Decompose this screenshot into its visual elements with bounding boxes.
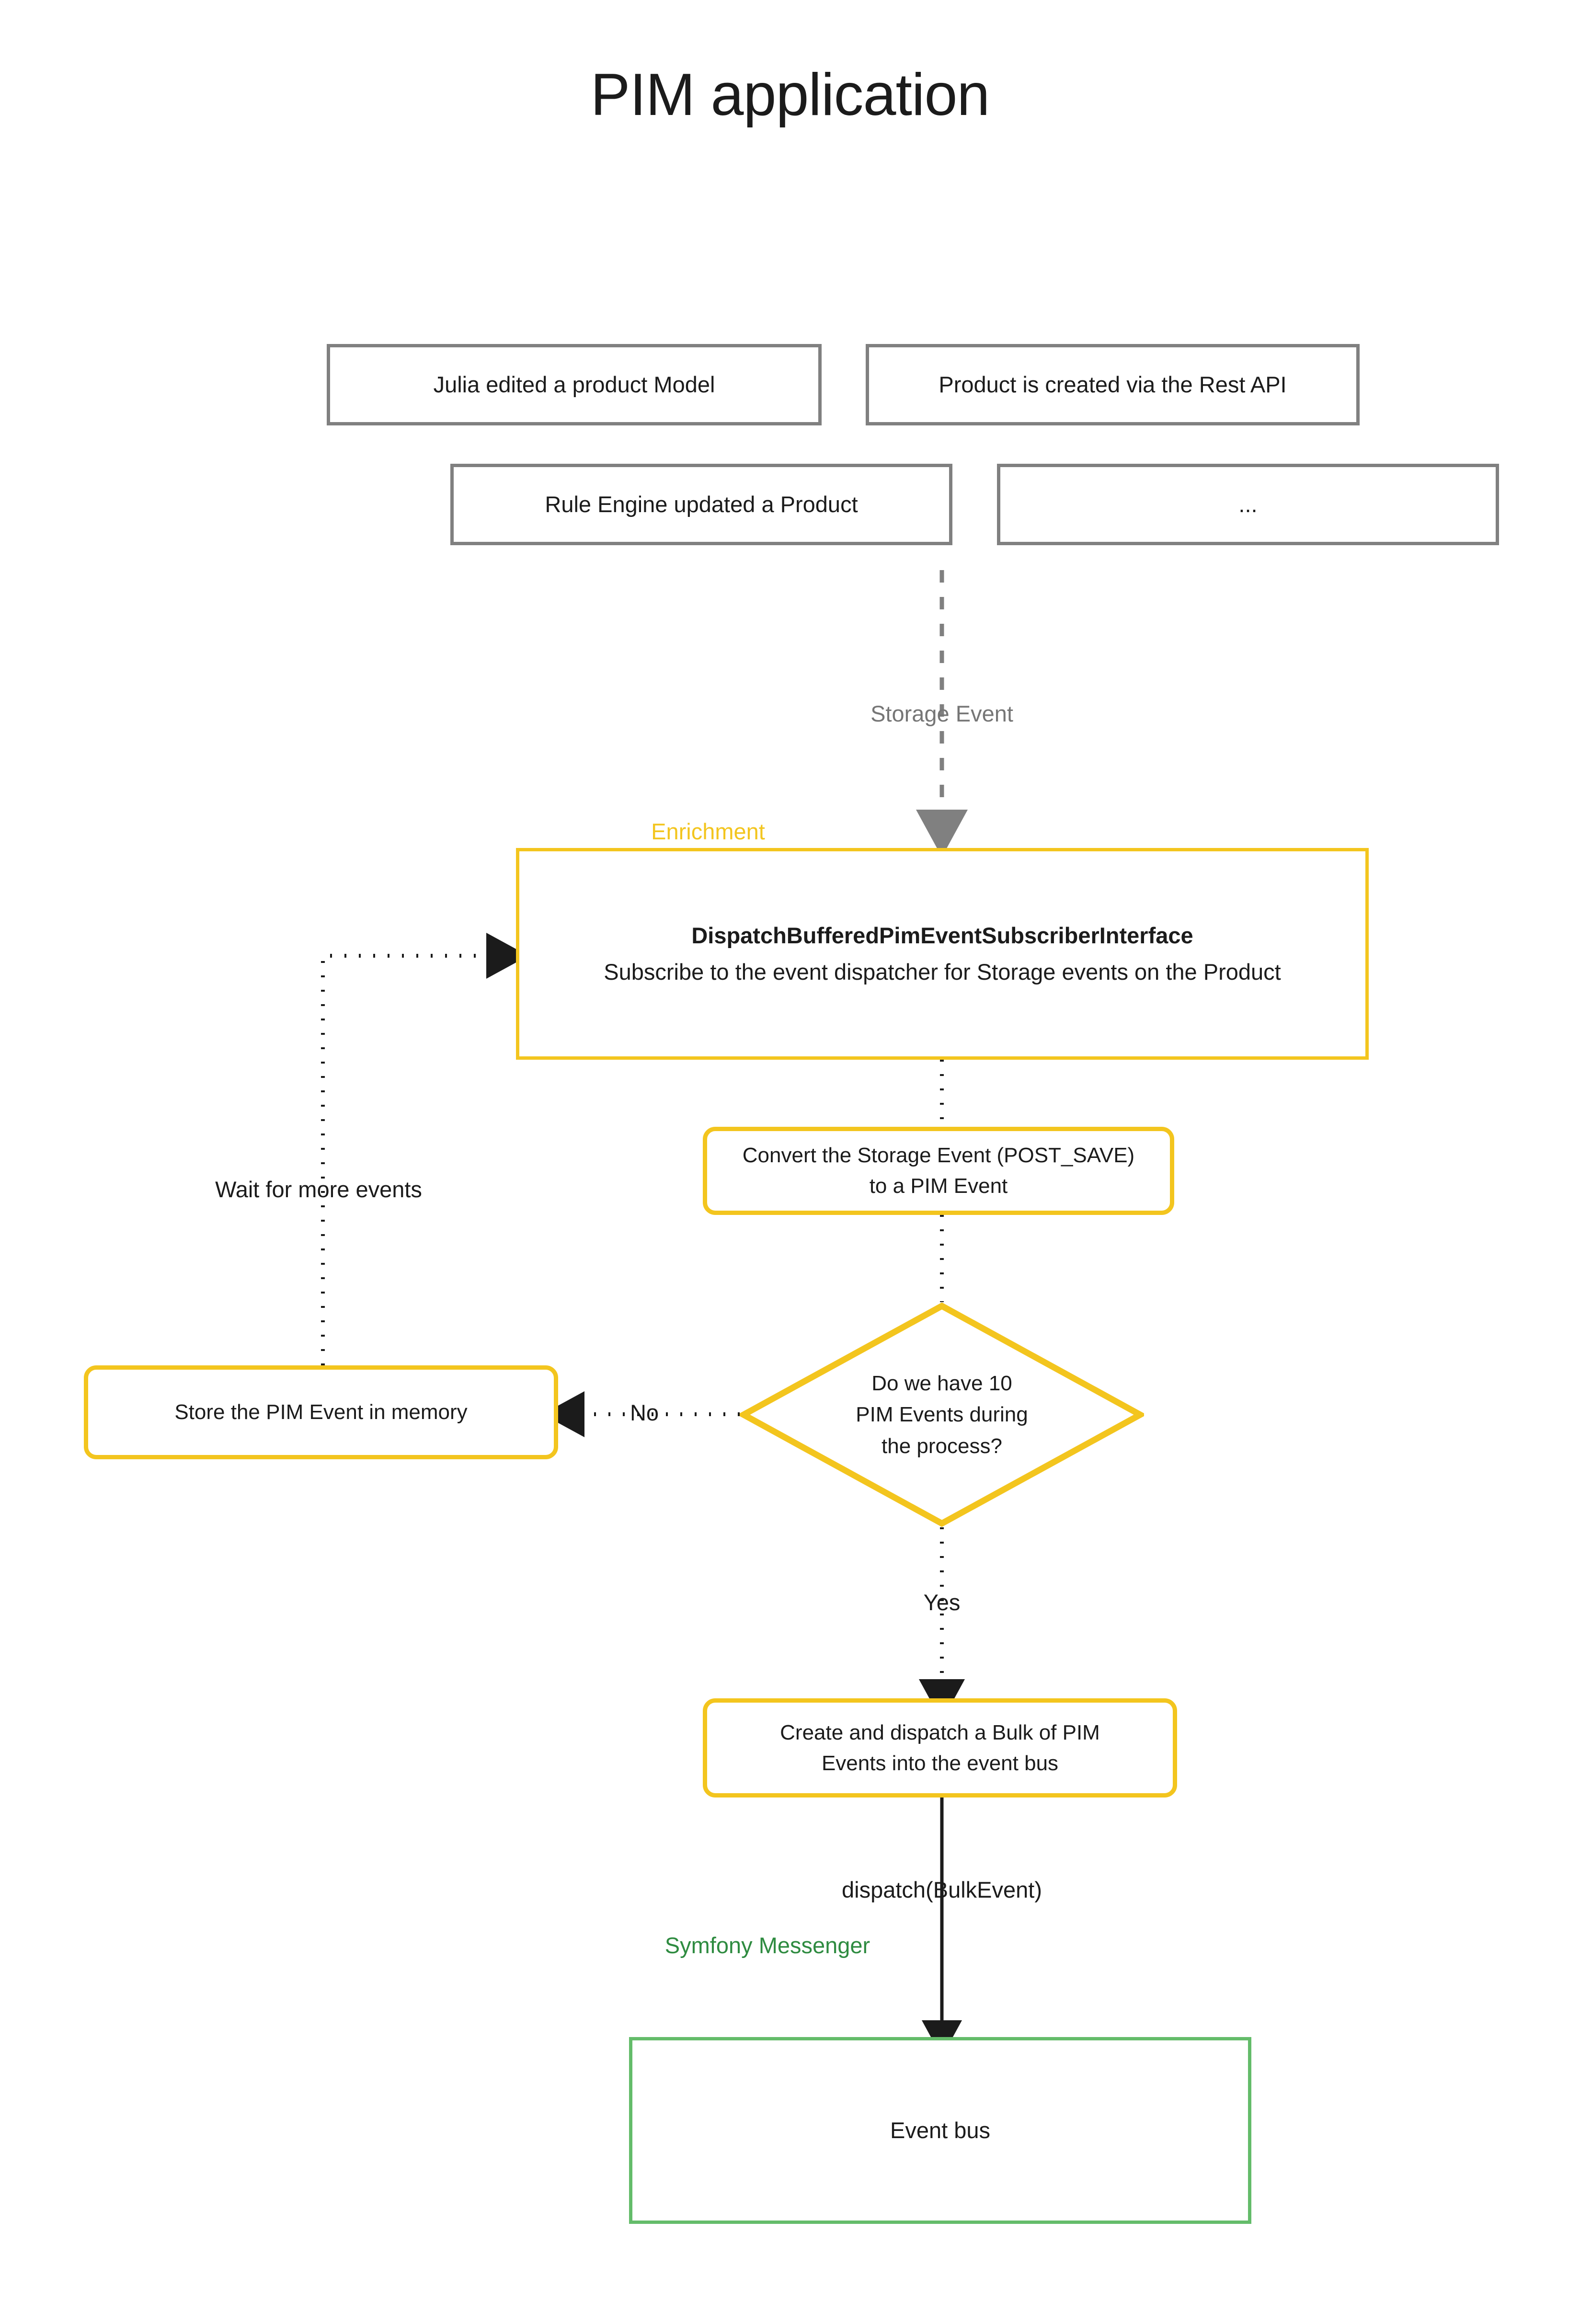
subscriber-title: DispatchBufferedPimEventSubscriberInterf…	[691, 922, 1193, 948]
edge-label-enrichment: Enrichment	[651, 819, 765, 844]
source-box-label: Rule Engine updated a Product	[545, 492, 858, 517]
decision-text: Do we have 10 PIM Events during the proc…	[740, 1302, 1144, 1527]
edge-label-wait-for-more-events: Wait for more events	[215, 1177, 422, 1202]
convert-line-2: to a PIM Event	[869, 1174, 1008, 1198]
store-label: Store the PIM Event in memory	[174, 1400, 468, 1424]
convert-text: Convert the Storage Event (POST_SAVE) to…	[707, 1140, 1170, 1202]
source-box-ellipsis[interactable]: ...	[997, 464, 1499, 545]
bulk-line-1: Create and dispatch a Bulk of PIM	[780, 1720, 1100, 1744]
node-convert-storage-event[interactable]: Convert the Storage Event (POST_SAVE) to…	[703, 1127, 1174, 1215]
source-box-julia[interactable]: Julia edited a product Model	[327, 344, 822, 425]
source-box-label: ...	[1238, 492, 1258, 517]
node-dispatch-buffered-pim-event-subscriber[interactable]: DispatchBufferedPimEventSubscriberInterf…	[516, 848, 1369, 1060]
source-box-label: Julia edited a product Model	[433, 372, 715, 398]
node-store-pim-event-in-memory[interactable]: Store the PIM Event in memory	[84, 1365, 558, 1459]
node-create-dispatch-bulk[interactable]: Create and dispatch a Bulk of PIM Events…	[703, 1698, 1177, 1797]
event-bus-label: Event bus	[890, 2118, 991, 2143]
edge-store-to-subscriber	[321, 933, 528, 1365]
decision-line-2: PIM Events during	[856, 1403, 1028, 1427]
diamond-shape	[740, 1302, 1144, 1527]
edge-label-symfony-messenger: Symfony Messenger	[664, 1933, 870, 1958]
bulk-line-2: Events into the event bus	[821, 1751, 1059, 1775]
source-box-rest-api[interactable]: Product is created via the Rest API	[866, 344, 1360, 425]
node-event-bus[interactable]: Event bus	[629, 2037, 1251, 2224]
page-title: PIM application	[590, 62, 990, 128]
edge-label-yes: Yes	[923, 1590, 961, 1615]
node-decision-ten-pim-events[interactable]: Do we have 10 PIM Events during the proc…	[740, 1302, 1144, 1527]
subscriber-text: DispatchBufferedPimEventSubscriberInterf…	[519, 919, 1365, 988]
source-box-label: Product is created via the Rest API	[939, 372, 1287, 398]
edge-label-no: No	[630, 1400, 659, 1425]
subscriber-description: Subscribe to the event dispatcher for St…	[604, 959, 1281, 985]
bulk-text: Create and dispatch a Bulk of PIM Events…	[707, 1717, 1173, 1779]
edge-label-storage-event: Storage Event	[870, 701, 1013, 726]
decision-line-3: the process?	[882, 1434, 1002, 1458]
source-box-rule-engine[interactable]: Rule Engine updated a Product	[450, 464, 952, 545]
decision-line-1: Do we have 10	[871, 1372, 1012, 1396]
convert-line-1: Convert the Storage Event (POST_SAVE)	[742, 1144, 1135, 1168]
edge-label-dispatch-bulk-event: dispatch(BulkEvent)	[842, 1877, 1042, 1902]
